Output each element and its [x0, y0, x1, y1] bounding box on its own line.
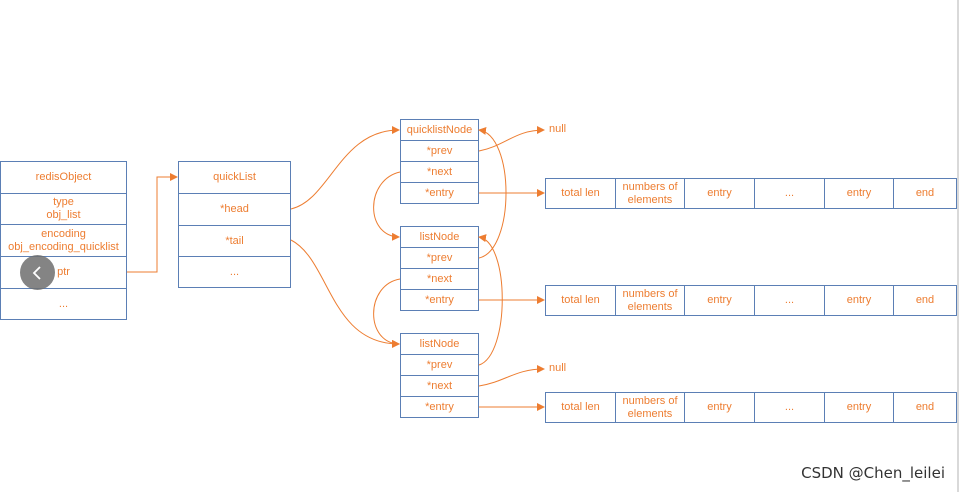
- node-1-entry-text: *entry: [425, 293, 454, 306]
- ziplist-2-num-line1: numbers of: [622, 394, 678, 407]
- watermark: CSDN @Chen_leilei: [801, 464, 945, 482]
- ziplist-0-end-text: end: [915, 187, 935, 199]
- ziplist-1-ellipsis-text: ...: [784, 294, 795, 306]
- node-0-entry: *entry: [400, 182, 479, 204]
- ziplist-2-ellipsis: ...: [754, 392, 825, 423]
- node-2-prev: *prev: [400, 354, 479, 376]
- redis-object-type: type obj_list: [0, 193, 127, 225]
- arrow-node0-prev-null: [478, 126, 545, 152]
- redis-object-more: ...: [0, 288, 127, 320]
- null-label-bottom: null: [549, 362, 567, 374]
- quicklist-title-text: quickList: [213, 171, 256, 183]
- encoding-value: obj_encoding_quicklist: [8, 240, 119, 253]
- ziplist-2-end-text: end: [915, 401, 935, 413]
- ziplist-0-num-line2: elements: [627, 193, 673, 206]
- ziplist-0-entry-a: entry: [684, 178, 755, 209]
- ziplist-2-total-len-text: total len: [561, 401, 600, 413]
- ziplist-0-entry-a-text: entry: [707, 187, 732, 199]
- node-2-title: listNode: [400, 333, 479, 355]
- redis-object-encoding: encoding obj_encoding_quicklist: [0, 224, 127, 257]
- node-2-entry-text: *entry: [425, 400, 454, 413]
- encoding-label: encoding: [41, 227, 86, 240]
- ziplist-2-entry-b-text: entry: [846, 401, 872, 413]
- redis-object-title-text: redisObject: [35, 171, 92, 183]
- quicklist-head: *head: [178, 193, 291, 226]
- ziplist-0-entry-b-text: entry: [846, 187, 872, 199]
- arrow-ptr-to-quicklist: [127, 173, 178, 273]
- ziplist-2-end: end: [893, 392, 957, 423]
- node-1-title-text: listNode: [419, 230, 460, 243]
- ziplist-2-entry-b: entry: [824, 392, 894, 423]
- ziplist-1-entry-b: entry: [824, 285, 894, 316]
- ziplist-1-num-line1: numbers of: [622, 287, 678, 300]
- node-2-entry: *entry: [400, 396, 479, 418]
- type-value: obj_list: [46, 209, 81, 221]
- ziplist-1-entry-a-text: entry: [707, 294, 732, 306]
- node-0-entry-text: *entry: [425, 186, 454, 199]
- node-0-next-text: *next: [426, 165, 453, 178]
- node-1-next-text: *next: [426, 272, 453, 285]
- arrow-node2-prev-node1: [478, 234, 503, 366]
- chevron-left-icon: [32, 265, 41, 280]
- arrow-node1-prev-node0: [478, 127, 507, 259]
- quicklist-title: quickList: [178, 161, 291, 194]
- ziplist-1-total-len-text: total len: [561, 294, 600, 306]
- node-1-prev-text: *prev: [426, 251, 453, 264]
- ptr-label: ptr: [57, 266, 70, 278]
- ziplist-0-entry-b: entry: [824, 178, 894, 209]
- ziplist-1-entry-a: entry: [684, 285, 755, 316]
- arrow-node2-next-null: [478, 365, 545, 387]
- tail-label: *tail: [225, 234, 244, 247]
- ziplist-1-entry-b-text: entry: [846, 294, 872, 306]
- ziplist-2-entry-a: entry: [684, 392, 755, 423]
- node-0-title: quicklistNode: [400, 119, 479, 141]
- ziplist-2-entry-a-text: entry: [707, 401, 732, 413]
- node-1-title: listNode: [400, 226, 479, 248]
- redis-object-ellipsis: ...: [58, 297, 69, 310]
- ziplist-2-ellipsis-text: ...: [784, 401, 795, 413]
- node-0-prev-text: *prev: [426, 144, 453, 157]
- node-0-prev: *prev: [400, 140, 479, 162]
- ziplist-0-ellipsis: ...: [754, 178, 825, 209]
- ziplist-1-total-len: total len: [545, 285, 616, 316]
- ziplist-1-end: end: [893, 285, 957, 316]
- quicklist-tail: *tail: [178, 225, 291, 257]
- ziplist-0-total-len: total len: [545, 178, 616, 209]
- node-2-next-text: *next: [426, 379, 453, 392]
- ziplist-2-total-len: total len: [545, 392, 616, 423]
- type-label: type: [53, 196, 74, 208]
- ziplist-1-end-text: end: [915, 294, 935, 306]
- ziplist-0-ellipsis-text: ...: [784, 187, 795, 199]
- ziplist-2-num-line2: elements: [627, 407, 673, 420]
- node-1-prev: *prev: [400, 247, 479, 269]
- node-1-next: *next: [400, 268, 479, 290]
- ziplist-1-num-line2: elements: [627, 300, 673, 313]
- node-1-entry: *entry: [400, 289, 479, 311]
- ziplist-0-num-line1: numbers of: [622, 180, 678, 193]
- arrow-head-to-node0: [290, 126, 400, 210]
- previous-slide-button[interactable]: [20, 255, 55, 290]
- arrow-node1-next-node2: [373, 278, 401, 348]
- quicklist-more: ...: [178, 256, 291, 288]
- node-2-title-text: listNode: [419, 337, 460, 350]
- node-2-next: *next: [400, 375, 479, 397]
- quicklist-ellipsis: ...: [229, 265, 240, 278]
- null-label-top: null: [549, 123, 567, 135]
- ziplist-0-total-len-text: total len: [561, 187, 600, 199]
- node-0-title-text: quicklistNode: [406, 123, 473, 136]
- head-label: *head: [220, 203, 249, 215]
- node-2-prev-text: *prev: [426, 358, 453, 371]
- node-0-next: *next: [400, 161, 479, 183]
- arrow-node0-next-node1: [373, 171, 401, 241]
- right-edge-divider: [957, 0, 959, 492]
- ziplist-1-ellipsis: ...: [754, 285, 825, 316]
- ziplist-0-end: end: [893, 178, 957, 209]
- arrow-tail-to-node2: [290, 239, 400, 348]
- redis-object-title: redisObject: [0, 161, 127, 194]
